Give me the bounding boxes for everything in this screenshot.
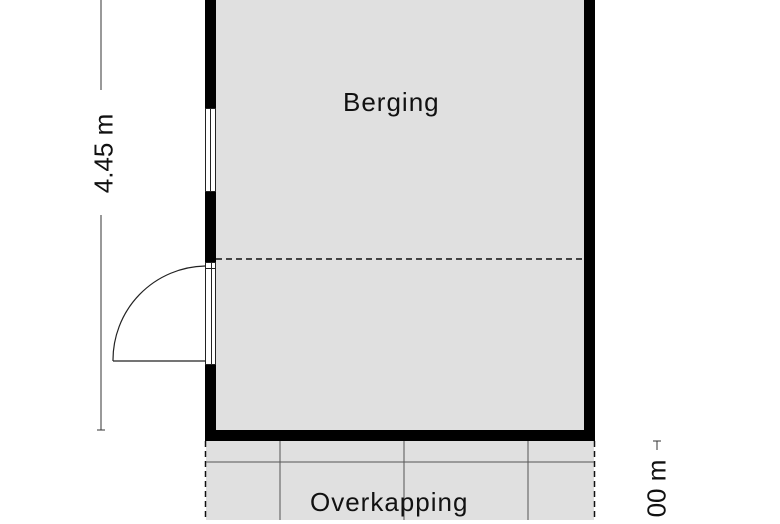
wall-bottom (205, 430, 595, 441)
wall-right (584, 0, 595, 441)
dimension-line-right (653, 440, 661, 450)
dimension-line-left (97, 0, 105, 431)
room-label-overkapping: Overkapping (310, 487, 469, 517)
wall-left-middle (205, 192, 216, 262)
overkapping-outline (204, 441, 596, 520)
dimension-label-right: 00 m (641, 459, 672, 518)
dimension-label-left: 4.45 m (88, 113, 119, 194)
room-label-berging: Berging (343, 87, 440, 117)
berging-floor (215, 0, 585, 430)
window (205, 108, 216, 192)
door-swing-arc (112, 265, 206, 362)
door (112, 262, 216, 365)
wall-left-lower (205, 365, 216, 441)
overkapping-floor (206, 441, 594, 520)
wall-left-upper (205, 0, 216, 108)
